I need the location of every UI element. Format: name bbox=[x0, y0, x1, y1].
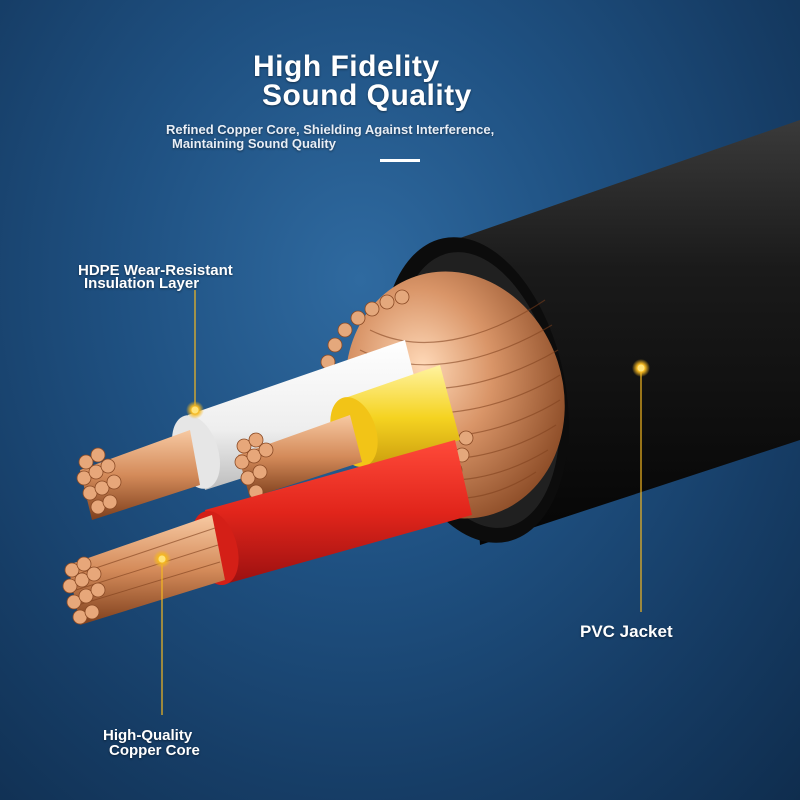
callout-insulation bbox=[186, 290, 204, 419]
subheadline-line-2: Maintaining Sound Quality bbox=[172, 136, 336, 151]
headline-divider bbox=[380, 159, 420, 162]
headline-line-1: High Fidelity bbox=[253, 50, 440, 83]
headline-line-2: Sound Quality bbox=[262, 79, 472, 112]
core-label-line-1: High-Quality bbox=[103, 727, 193, 744]
yellow-conductor bbox=[234, 365, 460, 500]
core-label-line-2: Copper Core bbox=[109, 742, 200, 759]
callout-core bbox=[153, 550, 171, 715]
red-conductor bbox=[62, 440, 472, 625]
jacket-label: PVC Jacket bbox=[580, 622, 673, 641]
callout-jacket bbox=[632, 359, 650, 612]
insulation-label-line-2: Insulation Layer bbox=[84, 275, 200, 292]
subheadline-line-1: Refined Copper Core, Shielding Against I… bbox=[166, 122, 495, 137]
insulation-label-line-1: HDPE Wear-Resistant bbox=[78, 262, 233, 279]
